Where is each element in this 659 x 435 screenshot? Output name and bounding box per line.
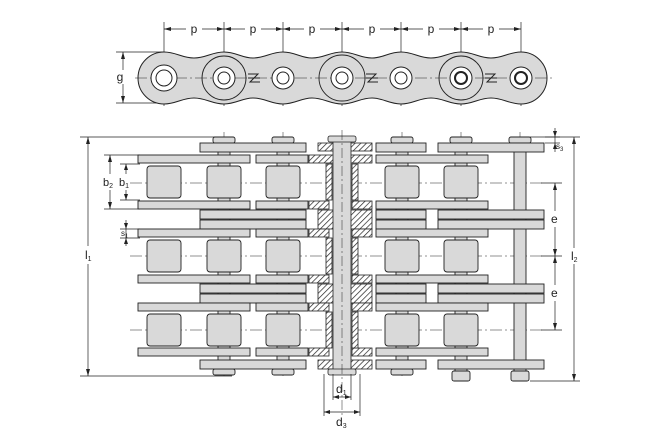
l2-label: l2 bbox=[571, 249, 578, 264]
inner-plates bbox=[137, 154, 489, 357]
rollers bbox=[146, 165, 479, 347]
b1-label: b1 bbox=[119, 177, 129, 190]
pitch-dimension: p p p p p p bbox=[164, 21, 521, 36]
pitch-label-3: p bbox=[309, 22, 316, 36]
front-view: l1 b2 b1 s1 s3 e e l2 bbox=[80, 128, 582, 430]
pin-5 bbox=[389, 66, 413, 90]
section-cut bbox=[308, 135, 373, 376]
height-label: g bbox=[117, 70, 124, 84]
b2-label: b2 bbox=[103, 177, 113, 190]
brand-logo-marks bbox=[248, 73, 497, 83]
d1-label: d1 bbox=[336, 382, 347, 397]
l1-label: l1 bbox=[85, 248, 92, 263]
outer-plates bbox=[199, 142, 545, 370]
pitch-label-5: p bbox=[428, 22, 435, 36]
d3-label: d3 bbox=[336, 415, 347, 430]
pin-4 bbox=[330, 66, 354, 90]
pin-2 bbox=[212, 66, 236, 90]
pin-6 bbox=[449, 66, 473, 90]
front-pins bbox=[212, 136, 532, 382]
side-pins bbox=[150, 64, 533, 92]
s1-label: s1 bbox=[121, 229, 129, 240]
pin-3 bbox=[271, 66, 295, 90]
e-lower-label: e bbox=[551, 286, 558, 300]
pitch-label-1: p bbox=[191, 22, 198, 36]
s3-label: s3 bbox=[556, 142, 564, 153]
pin-7 bbox=[509, 66, 533, 90]
pin-1 bbox=[150, 64, 178, 92]
pitch-label-6: p bbox=[488, 22, 495, 36]
side-view: p p p p p p g bbox=[114, 21, 552, 106]
pitch-label-2: p bbox=[250, 22, 257, 36]
e-upper-label: e bbox=[551, 212, 558, 226]
pitch-label-4: p bbox=[369, 22, 376, 36]
height-dimension: g bbox=[114, 51, 164, 104]
